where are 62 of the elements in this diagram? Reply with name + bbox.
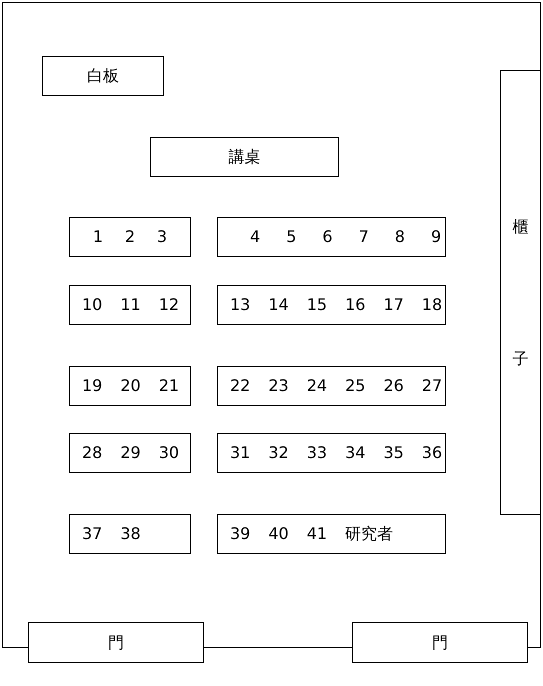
seat-number: 25	[345, 375, 366, 397]
seat-number: 32	[268, 442, 289, 464]
seat-number: 19	[82, 375, 102, 397]
seat-number: 35	[383, 442, 404, 464]
seat-number: 23	[268, 375, 289, 397]
seat-number: 7	[358, 226, 369, 248]
seat-number: 21	[158, 375, 180, 397]
seat-number: 9	[430, 226, 442, 248]
desk-row	[69, 366, 191, 406]
seat-number: 3	[156, 226, 168, 248]
seat-number: 41	[306, 523, 328, 545]
seat-number: 20	[120, 375, 141, 397]
seat-number: 22	[230, 375, 250, 397]
seat-number: 17	[383, 294, 404, 316]
seat-number: 15	[306, 294, 328, 316]
seat-number: 16	[345, 294, 366, 316]
desk-row	[217, 366, 446, 406]
furniture-box	[42, 56, 164, 96]
seat-number: 31	[230, 442, 250, 464]
desk-row	[217, 433, 446, 473]
cabinet	[500, 70, 541, 515]
furniture-label: 講桌	[228, 146, 260, 168]
seat-number: 14	[268, 294, 289, 316]
seat-number: 12	[158, 294, 180, 316]
seat-number: 30	[158, 442, 180, 464]
seat-number: 24	[306, 375, 328, 397]
seat-number: 34	[345, 442, 366, 464]
cabinet-label: 櫃子	[512, 216, 528, 370]
desk-row	[69, 217, 191, 257]
seat-number: 37	[82, 523, 102, 545]
furniture-box	[150, 137, 339, 177]
desk-row	[217, 217, 446, 257]
seat-number: 33	[306, 442, 328, 464]
furniture-label: 門	[108, 632, 124, 654]
furniture-box	[352, 622, 528, 663]
furniture-box	[28, 622, 204, 663]
desk-row	[217, 285, 446, 325]
furniture-label: 門	[432, 632, 448, 654]
seat-number: 11	[120, 294, 141, 316]
seat-number: 18	[422, 294, 442, 316]
seat-number: 4	[250, 226, 260, 248]
seat-number: 28	[82, 442, 102, 464]
seat-number: 39	[230, 523, 250, 545]
furniture-label: 白板	[87, 65, 119, 87]
seat-number: 2	[124, 226, 136, 248]
seat-number: 36	[422, 442, 442, 464]
seat-number: 8	[394, 226, 405, 248]
desk-row	[69, 285, 191, 325]
seat-number: 38	[120, 523, 141, 545]
seat-number: 40	[268, 523, 289, 545]
seat-number: 13	[230, 294, 250, 316]
desk-row	[69, 433, 191, 473]
seat-number: 29	[120, 442, 141, 464]
seat-number: 6	[322, 226, 333, 248]
desk-row	[217, 514, 446, 554]
desk-row	[69, 514, 191, 554]
seat-number: 5	[286, 226, 296, 248]
seat-number: 26	[383, 375, 404, 397]
seat-number: 1	[92, 226, 104, 248]
seat-number: 27	[422, 375, 442, 397]
seat-number: 研究者	[345, 523, 394, 545]
seat-number: 10	[82, 294, 102, 316]
